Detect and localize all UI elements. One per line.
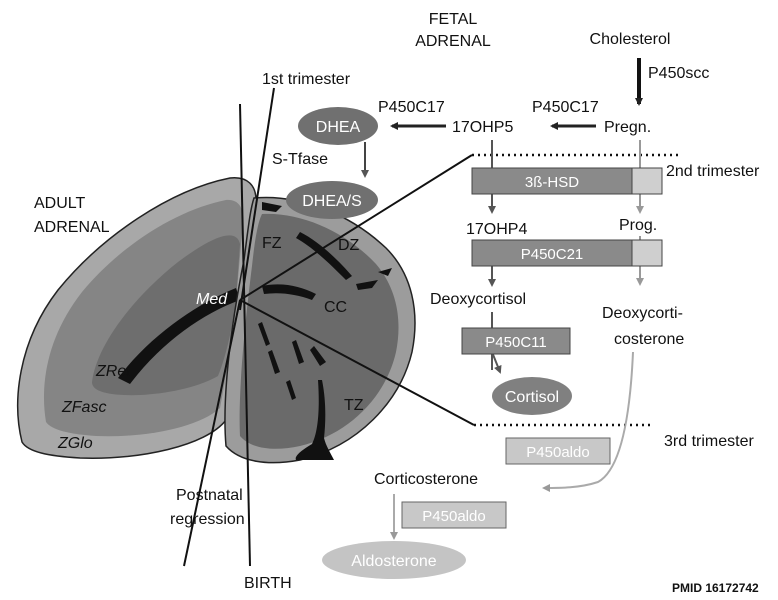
aldosterone-ellipse [322, 541, 466, 579]
med-label: Med [196, 291, 228, 308]
hsd-bar-left [471, 167, 633, 195]
adult-label-2: ADRENAL [34, 219, 110, 236]
p450aldo-bottom-bar [401, 501, 507, 529]
p450c11-bar [461, 327, 571, 355]
fetal-label-1: FETAL [429, 11, 478, 28]
p450aldo-top-label: P450aldo [526, 444, 589, 461]
aldosterone-label: Aldosterone [351, 553, 436, 570]
pregn-label: Pregn. [604, 119, 651, 136]
first-trimester-line [239, 87, 275, 311]
fz-label: FZ [262, 235, 282, 252]
birth-label: BIRTH [244, 575, 292, 592]
vessel [310, 346, 326, 366]
cortisol-label: Cortisol [505, 389, 559, 406]
ohp5-label: 17OHP5 [452, 119, 513, 136]
p450c21-bar-right [631, 239, 663, 267]
arrow-doc-corticosterone [542, 351, 634, 492]
adult-label-1: ADULT [34, 195, 85, 212]
deoxycorti-label-2: costerone [614, 331, 684, 348]
cholesterol-label: Cholesterol [590, 31, 671, 48]
vessel [262, 284, 316, 300]
labels: FETAL ADRENAL Cholesterol P450scc 1st tr… [34, 11, 760, 595]
p450c21-label: P450C21 [521, 246, 584, 263]
dhea-label: DHEA [316, 119, 361, 136]
p450c17-left-label: P450C17 [378, 99, 445, 116]
postnatal-line [183, 299, 241, 567]
p450c11-label: P450C11 [485, 334, 546, 351]
p450aldo-top-bar [505, 437, 611, 465]
timeline-lines [183, 87, 475, 567]
vessel [268, 350, 280, 374]
product-ellipses [286, 107, 572, 579]
dotted-lines [472, 153, 682, 427]
deoxycorti-label-1: Deoxycorti- [602, 305, 683, 322]
arrow-into-cortisol [491, 351, 502, 374]
medulla-vein [118, 288, 240, 384]
birth-line [239, 103, 251, 567]
vessel [258, 322, 270, 346]
deoxycortisol-label: Deoxycortisol [430, 291, 526, 308]
second-trimester-label: 2nd trimester [666, 163, 760, 180]
hsd-label: 3ß-HSD [525, 174, 579, 191]
zfasc-label: ZFasc [61, 399, 106, 416]
cortisol-ellipse [492, 377, 572, 415]
dheas-label: DHEA/S [302, 193, 362, 210]
fetal-inner [239, 213, 399, 449]
vessel [378, 268, 392, 276]
s-tfase-label: S-Tfase [272, 151, 328, 168]
postnatal-label-2: regression [170, 511, 245, 528]
first-trimester-label: 1st trimester [262, 71, 351, 88]
dheas-ellipse [286, 181, 378, 219]
dhea-ellipse [298, 107, 378, 145]
p450scc-label: P450scc [648, 65, 709, 82]
postnatal-label-1: Postnatal [176, 487, 243, 504]
p450aldo-bottom-label: P450aldo [422, 508, 485, 525]
tz-label: TZ [344, 397, 364, 414]
enzyme-bars [401, 167, 663, 529]
cc-label: CC [324, 299, 347, 316]
hsd-bar-right [631, 167, 663, 195]
central-vein [295, 380, 334, 460]
vessel [262, 202, 282, 212]
third-trimester-line [239, 299, 475, 426]
pmid-label: PMID 16172742 [672, 581, 759, 595]
fetal-adrenal [224, 196, 416, 464]
second-trimester-line [239, 154, 473, 301]
dz-label: DZ [338, 237, 360, 254]
zglo-label: ZGlo [57, 435, 93, 452]
vessel [292, 340, 304, 364]
vessel [296, 232, 352, 280]
zret-layer [92, 235, 240, 396]
ohp4-label: 17OHP4 [466, 221, 527, 238]
vessel [286, 380, 296, 400]
adult-adrenal [17, 177, 257, 459]
vessel [356, 280, 378, 290]
third-trimester-label: 3rd trimester [664, 433, 754, 450]
prog-label: Prog. [619, 217, 657, 234]
fetal-label-2: ADRENAL [415, 33, 491, 50]
p450c17-right-label: P450C17 [532, 99, 599, 116]
zret-label: ZRet [95, 363, 131, 380]
corticosterone-label: Corticosterone [374, 471, 478, 488]
